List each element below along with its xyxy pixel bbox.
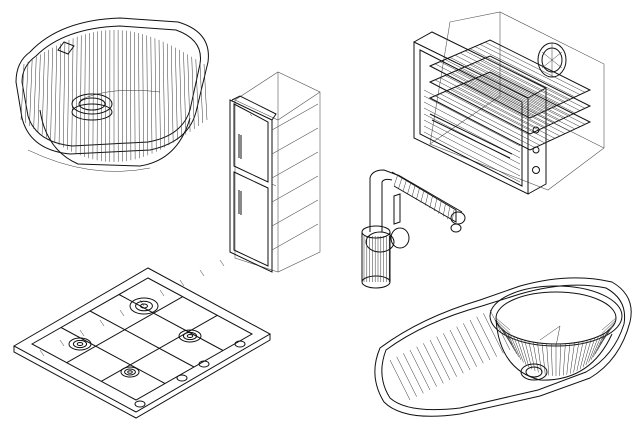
kitchen-faucet-model xyxy=(361,169,466,289)
refrigerator-model xyxy=(229,71,321,273)
gas-hob-model xyxy=(12,259,272,419)
built-in-oven-model xyxy=(413,11,605,195)
undermount-sink-model xyxy=(15,17,209,172)
round-sink-with-drainer-model xyxy=(374,277,632,417)
